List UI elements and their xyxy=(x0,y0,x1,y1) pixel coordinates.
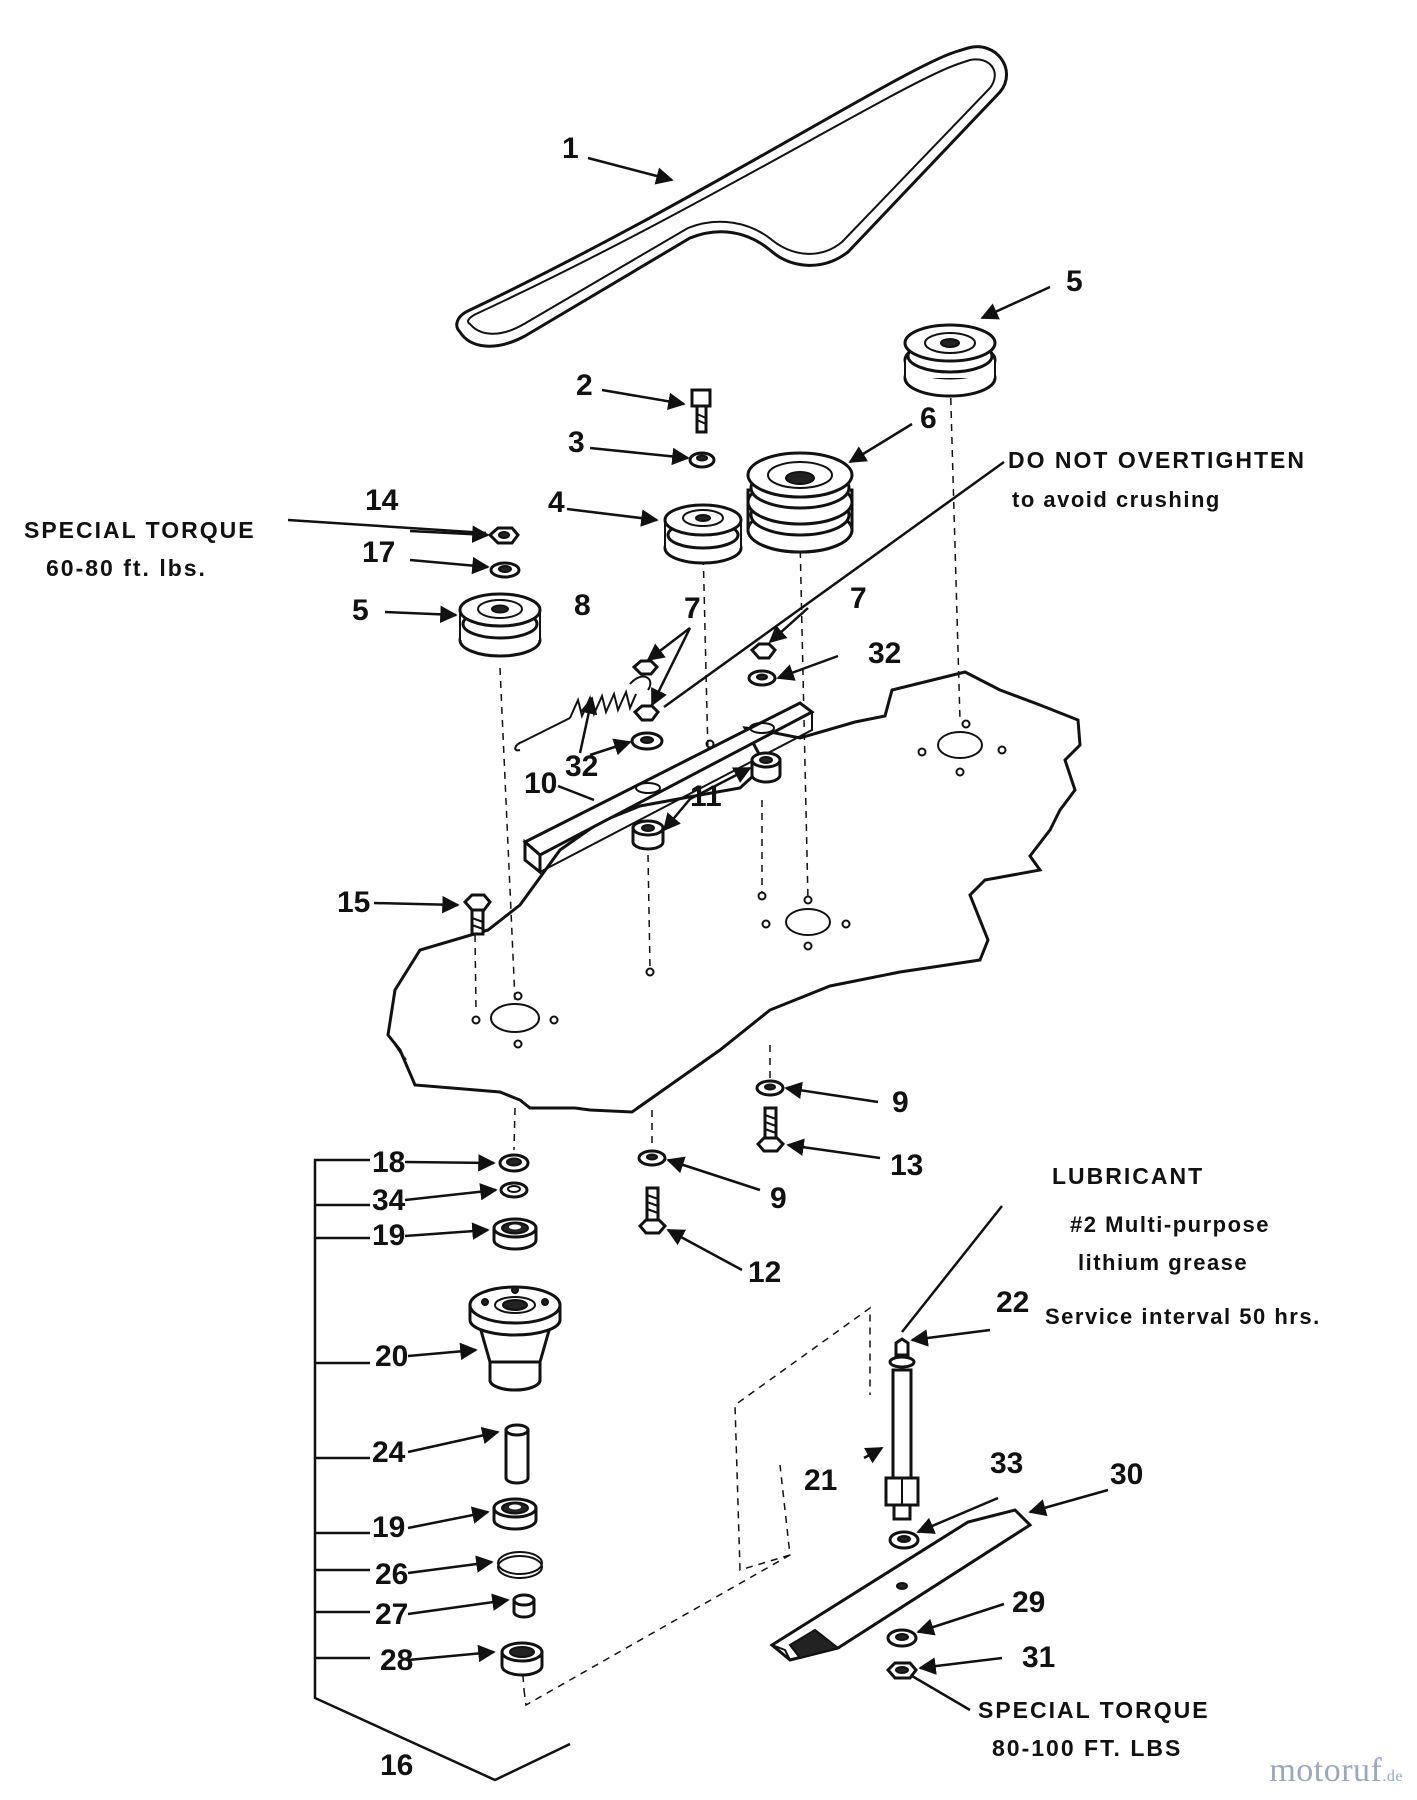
spacer-11-right xyxy=(750,751,782,784)
callout-4: 4 xyxy=(548,486,565,519)
callout-5-left: 5 xyxy=(352,594,369,627)
callout-26: 26 xyxy=(375,1558,408,1591)
callout-15: 15 xyxy=(337,886,370,919)
spindle-shaft-21 xyxy=(884,1355,920,1521)
callout-33: 33 xyxy=(990,1447,1023,1480)
callout-9-right: 9 xyxy=(892,1086,909,1119)
nut-14 xyxy=(487,526,520,545)
overtighten-warning: DO NOT OVERTIGHTEN xyxy=(1008,447,1306,473)
callout-6: 6 xyxy=(920,402,937,435)
idler-pulley-left xyxy=(458,592,542,658)
washer-32-left xyxy=(630,731,664,751)
washer-34 xyxy=(499,1181,529,1199)
assembly-bracket-16 xyxy=(313,1158,571,1782)
spacer-11-left xyxy=(631,819,665,851)
callout-18: 18 xyxy=(372,1146,405,1179)
washer-17 xyxy=(489,561,521,579)
nut-7-left xyxy=(631,659,660,676)
callout-20: 20 xyxy=(375,1340,408,1373)
washer-32-right xyxy=(747,669,777,687)
callout-3: 3 xyxy=(568,426,585,459)
nut-31 xyxy=(885,1661,918,1680)
bearing-19-upper xyxy=(492,1217,538,1251)
callout-19-lower: 19 xyxy=(372,1511,405,1544)
overtighten-reason: to avoid crushing xyxy=(1012,487,1221,512)
callout-numbers: 1 2 3 4 5 5 6 7 7 8 9 9 10 11 12 13 14 1… xyxy=(337,132,1143,1782)
lubricant-type-line1: #2 Multi-purpose xyxy=(1070,1212,1270,1237)
assembly-lines xyxy=(474,371,961,1707)
callout-11: 11 xyxy=(690,780,722,813)
callout-29: 29 xyxy=(1012,1586,1045,1619)
callout-17: 17 xyxy=(362,536,395,569)
washer-9-right xyxy=(755,1079,785,1097)
spindle-housing xyxy=(468,1285,562,1392)
washer-29 xyxy=(886,1628,918,1648)
bolt-12 xyxy=(637,1186,668,1235)
callout-1: 1 xyxy=(562,132,579,165)
cutter-blade-30 xyxy=(769,1508,1033,1662)
callout-30: 30 xyxy=(1110,1458,1143,1491)
idler-arm xyxy=(522,701,815,876)
spacer-27 xyxy=(512,1593,536,1619)
special-torque-note-1: SPECIAL TORQUE xyxy=(24,517,256,543)
callout-22: 22 xyxy=(996,1286,1029,1319)
retaining-ring-26 xyxy=(497,1551,543,1579)
nut-7-right xyxy=(749,642,777,660)
drive-belt xyxy=(455,45,1008,348)
nut-7-center xyxy=(632,704,660,722)
idler-pulley-right xyxy=(903,323,997,398)
service-interval: Service interval 50 hrs. xyxy=(1045,1304,1321,1329)
callout-10: 10 xyxy=(524,767,557,800)
idler-pulley-4 xyxy=(663,503,743,565)
callout-7-left: 7 xyxy=(684,592,701,625)
watermark-suffix: .de xyxy=(1382,1768,1403,1785)
callout-32-left: 32 xyxy=(565,750,598,783)
bolt-15 xyxy=(462,893,492,936)
spindle-pulley xyxy=(746,451,854,554)
callout-19-upper: 19 xyxy=(372,1219,405,1252)
callout-12: 12 xyxy=(748,1256,781,1289)
annotation-notes: SPECIAL TORQUE 60-80 ft. lbs. DO NOT OVE… xyxy=(24,447,1321,1761)
callout-13: 13 xyxy=(890,1149,923,1182)
leader-arrows xyxy=(287,156,1109,1712)
special-torque-note-2: SPECIAL TORQUE xyxy=(978,1697,1210,1723)
washer-9-left xyxy=(637,1149,667,1167)
callout-34: 34 xyxy=(372,1184,406,1217)
callout-2: 2 xyxy=(576,369,593,402)
callout-21: 21 xyxy=(804,1464,837,1497)
bolt-13 xyxy=(755,1106,786,1153)
washer-33 xyxy=(888,1530,920,1550)
watermark-logo: motoruf.de xyxy=(1269,1752,1403,1790)
deck-plate xyxy=(386,670,1082,1114)
special-torque-value-2: 80-100 FT. LBS xyxy=(992,1735,1182,1761)
seal-28 xyxy=(500,1641,544,1677)
callout-16: 16 xyxy=(380,1749,413,1782)
callout-8: 8 xyxy=(574,589,591,622)
seal-18 xyxy=(498,1153,530,1173)
lubricant-type-line2: lithium grease xyxy=(1078,1250,1248,1275)
bearing-19-lower xyxy=(492,1497,538,1531)
callout-7-right: 7 xyxy=(850,582,867,615)
special-torque-value-1: 60-80 ft. lbs. xyxy=(46,555,207,581)
grease-fitting-22 xyxy=(894,1337,910,1357)
callout-5-right: 5 xyxy=(1066,265,1083,298)
watermark-brand: motoruf xyxy=(1269,1752,1383,1789)
callout-24: 24 xyxy=(372,1436,406,1469)
callout-32-right: 32 xyxy=(868,637,901,670)
callout-9-left: 9 xyxy=(770,1182,787,1215)
lubricant-title: LUBRICANT xyxy=(1052,1163,1204,1189)
callout-14: 14 xyxy=(365,484,399,517)
callout-27: 27 xyxy=(375,1598,408,1631)
bolt-2 xyxy=(690,388,712,434)
callout-28: 28 xyxy=(380,1644,413,1677)
washer-3 xyxy=(688,451,716,469)
spacer-tube-24 xyxy=(504,1423,530,1485)
callout-31: 31 xyxy=(1022,1641,1055,1674)
